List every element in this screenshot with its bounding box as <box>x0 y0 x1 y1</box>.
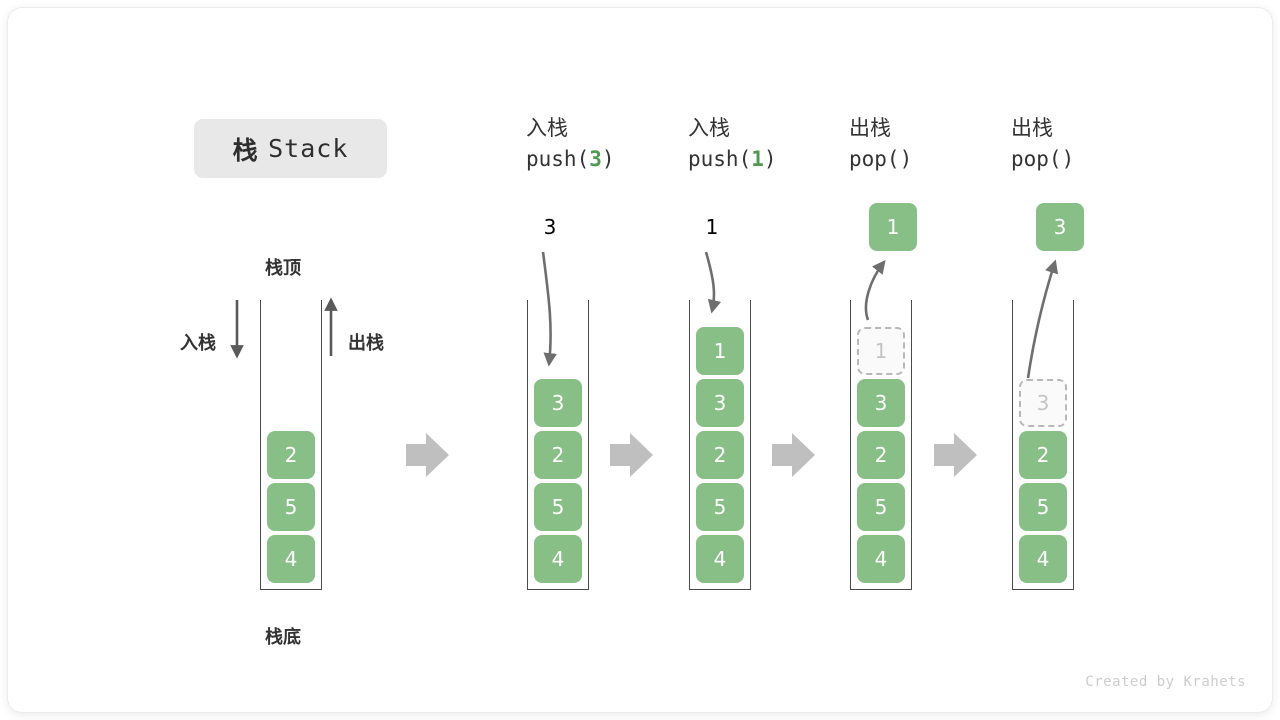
stack-initial: 2 5 4 <box>260 300 322 590</box>
stack-cell: 3 <box>857 379 905 427</box>
stack-cell: 2 <box>1019 431 1067 479</box>
column-header-pop-1: 出栈 pop() <box>849 113 1019 175</box>
stack-cell: 4 <box>696 535 744 583</box>
header-line1: 出栈 <box>849 116 891 140</box>
stack-cell: 3 <box>534 379 582 427</box>
flow-arrow-4 <box>934 433 977 477</box>
header-fn-suffix: ) <box>763 147 777 171</box>
stack-cell: 5 <box>1019 483 1067 531</box>
header-line1: 入栈 <box>526 116 568 140</box>
header-fn-prefix: pop( <box>849 147 900 171</box>
push-side-label: 入栈 <box>180 333 216 354</box>
stack-wall-left <box>260 300 261 590</box>
stack-cell-removed: 1 <box>857 327 905 375</box>
stack-cell: 5 <box>857 483 905 531</box>
stack-wall-left <box>1012 300 1013 590</box>
header-line2: pop() <box>1011 143 1181 175</box>
pop-side-label: 出栈 <box>348 333 384 354</box>
watermark-credit: Created by Krahets <box>1085 674 1246 690</box>
stack-cell: 1 <box>696 327 744 375</box>
flow-arrow-2 <box>610 433 653 477</box>
header-fn-suffix: ) <box>1061 147 1075 171</box>
header-fn-value: 1 <box>751 147 764 171</box>
stack-wall-right <box>1073 300 1074 590</box>
stack-floor <box>527 589 589 590</box>
stack-cell: 3 <box>696 379 744 427</box>
stack-after-pop-2: 3 2 5 4 <box>1012 300 1074 590</box>
header-fn-value: 3 <box>589 147 602 171</box>
title-cn: 栈 <box>232 135 259 165</box>
stack-floor <box>260 589 322 590</box>
stack-floor <box>850 589 912 590</box>
header-line1: 出栈 <box>1011 116 1053 140</box>
header-fn-prefix: pop( <box>1011 147 1062 171</box>
diagram-title-chip: 栈 Stack <box>194 119 387 178</box>
column-header-push-1: 入栈 push(1) <box>688 113 858 175</box>
pending-value-box-push-1: 1 <box>705 215 719 239</box>
header-line2: push(3) <box>526 143 696 175</box>
popped-value-box-3: 3 <box>1036 203 1084 251</box>
flow-arrow-1 <box>406 433 449 477</box>
stack-wall-right <box>321 300 322 590</box>
flow-arrow-3 <box>772 433 815 477</box>
stack-wall-left <box>689 300 690 590</box>
stack-wall-left <box>527 300 528 590</box>
stack-floor <box>689 589 751 590</box>
stack-after-push-3: 3 2 5 4 <box>527 300 589 590</box>
header-fn-prefix: push( <box>526 147 590 171</box>
header-fn-suffix: ) <box>899 147 913 171</box>
stack-cell: 5 <box>267 483 315 531</box>
stack-floor <box>1012 589 1074 590</box>
header-line1: 入栈 <box>688 116 730 140</box>
stack-cell-removed: 3 <box>1019 379 1067 427</box>
stack-wall-left <box>850 300 851 590</box>
stack-cell: 2 <box>267 431 315 479</box>
title-en: Stack <box>268 134 349 163</box>
stack-after-pop-1: 1 3 2 5 4 <box>850 300 912 590</box>
column-header-pop-2: 出栈 pop() <box>1011 113 1181 175</box>
header-line2: pop() <box>849 143 1019 175</box>
stack-cell: 4 <box>534 535 582 583</box>
stack-cell: 2 <box>696 431 744 479</box>
stack-cell: 4 <box>1019 535 1067 583</box>
stack-cell: 2 <box>534 431 582 479</box>
stack-cell: 4 <box>267 535 315 583</box>
pending-value-box-push-3: 3 <box>543 215 557 239</box>
stack-wall-right <box>588 300 589 590</box>
stack-wall-right <box>911 300 912 590</box>
stack-cell: 4 <box>857 535 905 583</box>
stack-cell: 5 <box>696 483 744 531</box>
diagram-canvas: 栈 Stack 栈顶 栈底 入栈 出栈 入栈 push(3) 入栈 push(1… <box>8 8 1272 712</box>
stack-after-push-1: 1 3 2 5 4 <box>689 300 751 590</box>
stack-top-label: 栈顶 <box>265 258 301 279</box>
stack-wall-right <box>750 300 751 590</box>
header-line2: push(1) <box>688 143 858 175</box>
stack-cell: 5 <box>534 483 582 531</box>
column-header-push-3: 入栈 push(3) <box>526 113 696 175</box>
header-fn-suffix: ) <box>601 147 615 171</box>
popped-value-box-1: 1 <box>869 203 917 251</box>
stack-bottom-label: 栈底 <box>265 627 301 648</box>
header-fn-prefix: push( <box>688 147 752 171</box>
stack-cell: 2 <box>857 431 905 479</box>
